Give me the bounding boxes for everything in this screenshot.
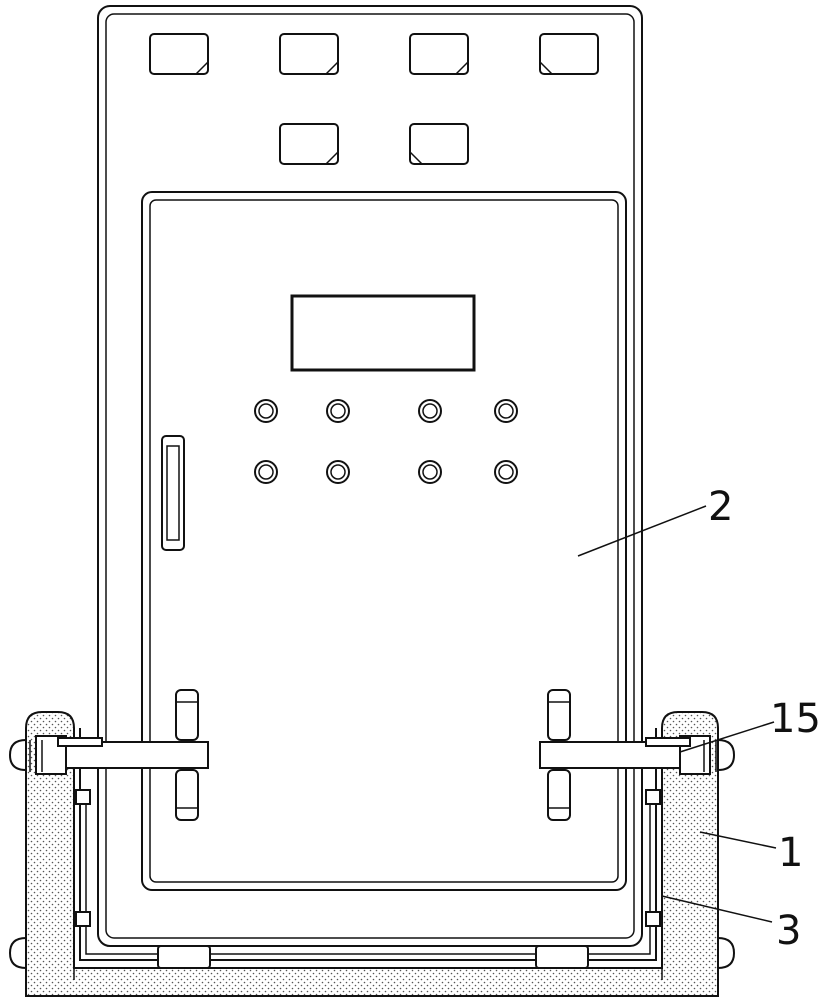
leader-base (699, 831, 777, 849)
left-lower-knob (8, 937, 27, 969)
right-lower-knob (717, 937, 736, 969)
leader-clamp (679, 721, 775, 753)
panel-window (279, 123, 339, 165)
foot-left (157, 945, 211, 969)
clamp-right (539, 689, 717, 821)
roller-lower-left (175, 769, 199, 821)
indicator-light (418, 399, 442, 423)
door-handle (161, 435, 185, 551)
indicator-light (326, 460, 350, 484)
cabinet-door (141, 191, 627, 891)
indicator-light (494, 399, 518, 423)
roller-upper-right (547, 689, 571, 741)
panel-window (409, 33, 469, 75)
indicator-light (254, 460, 278, 484)
panel-window (279, 33, 339, 75)
clamp-plate-right (645, 737, 691, 747)
label-door: 2 (708, 484, 733, 530)
top-panel-windows (149, 33, 599, 165)
clamp-plate-left (57, 737, 103, 747)
indicator-lights (254, 399, 518, 484)
left-upper-knob (8, 739, 27, 771)
leader-door (577, 505, 707, 557)
frame-bolt-right (645, 911, 661, 927)
panel-window (539, 33, 599, 75)
leader-frame (661, 895, 773, 923)
label-frame: 3 (776, 908, 801, 954)
frame-bolt-left (75, 911, 91, 927)
base-support (8, 711, 736, 997)
cabinet-feet (157, 945, 589, 969)
roller-lower-right (547, 769, 571, 821)
indicator-light (254, 399, 278, 423)
display-screen (290, 294, 476, 372)
foot-right (535, 945, 589, 969)
panel-window (409, 123, 469, 165)
roller-upper-left (175, 689, 199, 741)
frame-bolt-left-upper (75, 789, 91, 805)
label-clamp: 15 (770, 696, 821, 742)
indicator-light (326, 399, 350, 423)
frame-bolt-right-upper (645, 789, 661, 805)
indicator-light (494, 460, 518, 484)
clamp-left (29, 689, 209, 821)
panel-window (149, 33, 209, 75)
leader-lines (577, 505, 777, 923)
right-upper-knob (717, 739, 736, 771)
indicator-light (418, 460, 442, 484)
inner-frame (75, 728, 661, 961)
label-base: 1 (778, 830, 803, 876)
